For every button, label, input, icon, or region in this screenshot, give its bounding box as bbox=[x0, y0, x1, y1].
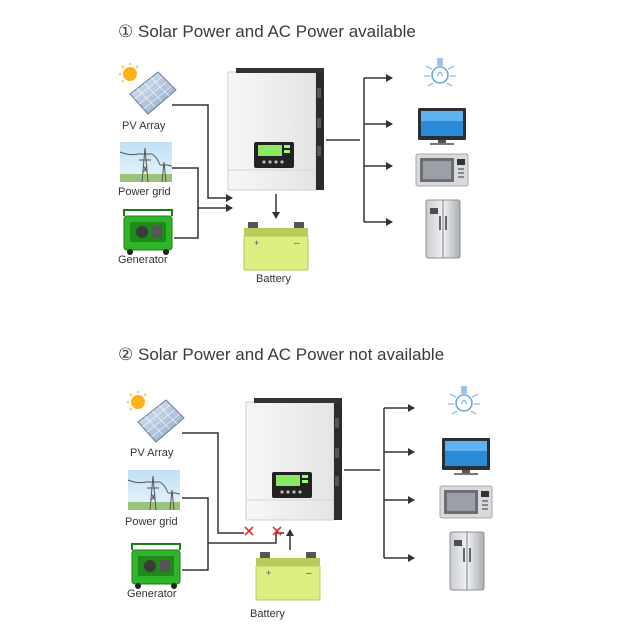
battery-icon bbox=[255, 551, 321, 601]
inverter-icon bbox=[245, 397, 343, 521]
power-grid-icon bbox=[127, 469, 181, 511]
battery-label: Battery bbox=[256, 273, 291, 285]
x-mark-icon bbox=[272, 526, 282, 536]
scenario-number: ② bbox=[118, 345, 134, 364]
generator-icon bbox=[123, 209, 173, 256]
scenario-2-diagram bbox=[126, 385, 493, 601]
power-grid-icon bbox=[119, 141, 173, 183]
tv-icon bbox=[418, 108, 466, 145]
refrigerator-icon bbox=[425, 199, 461, 259]
output-wires bbox=[344, 404, 415, 562]
source-wires bbox=[172, 104, 280, 239]
x-mark-icon bbox=[244, 526, 254, 536]
pv-array-label: PV Array bbox=[122, 120, 166, 132]
scenario-2-title: ② Solar Power and AC Power not available bbox=[118, 345, 444, 365]
light-bulb-icon bbox=[423, 57, 457, 87]
output-wires bbox=[326, 74, 393, 226]
source-wires bbox=[182, 432, 294, 571]
scenario-1-title: ① Solar Power and AC Power available bbox=[118, 22, 416, 42]
generator-label: Generator bbox=[127, 588, 177, 600]
refrigerator-icon bbox=[449, 531, 485, 591]
power-grid-label: Power grid bbox=[125, 516, 178, 528]
scenario-1-diagram bbox=[118, 57, 469, 271]
power-grid-label: Power grid bbox=[118, 186, 171, 198]
inverter-icon bbox=[227, 67, 325, 191]
pv-array-icon bbox=[118, 62, 177, 115]
battery-label: Battery bbox=[250, 608, 285, 620]
generator-icon bbox=[131, 543, 181, 590]
scenario-title-text: Solar Power and AC Power available bbox=[137, 22, 416, 41]
microwave-icon bbox=[415, 153, 469, 187]
pv-array-icon bbox=[126, 390, 185, 443]
scenario-number: ① bbox=[118, 22, 134, 41]
tv-icon bbox=[442, 438, 490, 475]
generator-label: Generator bbox=[118, 254, 168, 266]
disconnected-marks bbox=[244, 526, 282, 536]
battery-icon bbox=[243, 221, 309, 271]
pv-array-label: PV Array bbox=[130, 447, 174, 459]
microwave-icon bbox=[439, 485, 493, 519]
light-bulb-icon bbox=[447, 385, 481, 415]
scenario-title-text: Solar Power and AC Power not available bbox=[137, 345, 445, 364]
